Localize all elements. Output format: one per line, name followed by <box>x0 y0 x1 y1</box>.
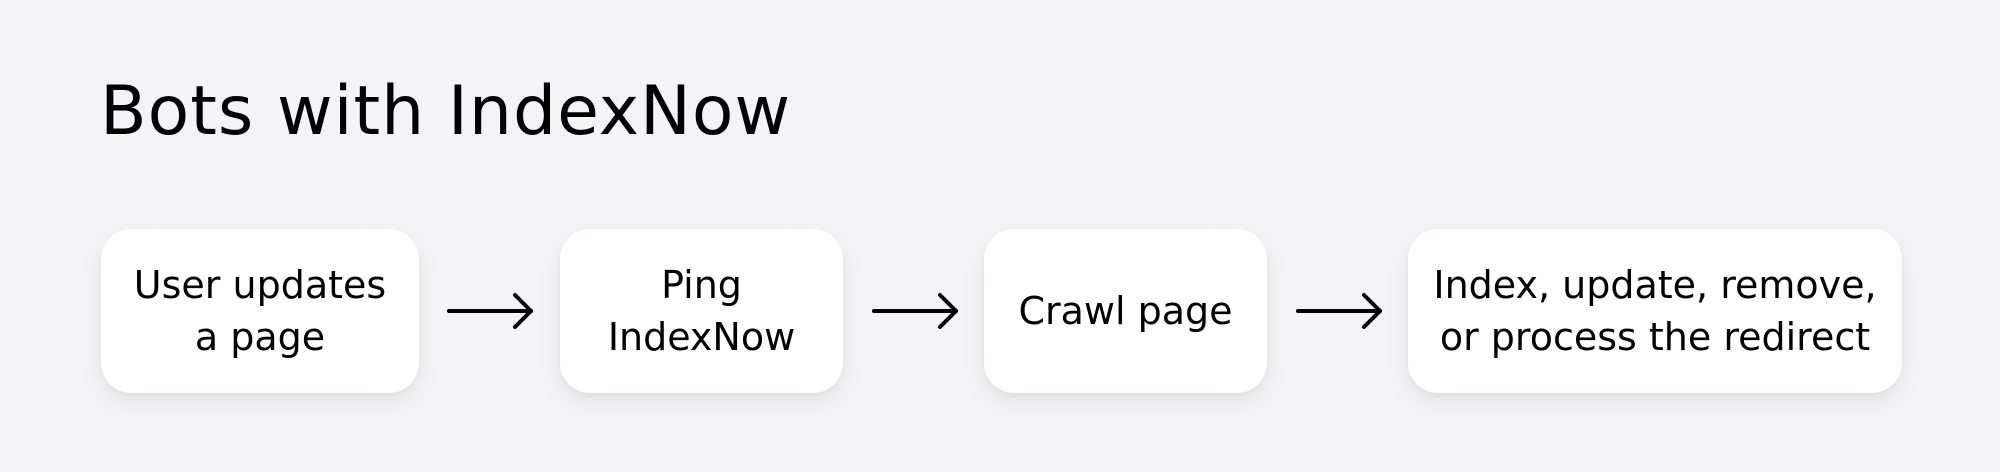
right-arrow-icon <box>447 293 533 329</box>
diagram-title: Bots with IndexNow <box>100 72 792 151</box>
step-crawl-page: Crawl page <box>984 229 1267 393</box>
step-label: User updates a page <box>133 263 387 359</box>
step-label: Ping IndexNow <box>607 263 796 359</box>
step-ping-indexnow: Ping IndexNow <box>560 229 843 393</box>
step-index-update-remove: Index, update, remove, or process the re… <box>1408 229 1902 393</box>
step-label: Index, update, remove, or process the re… <box>1433 263 1877 359</box>
right-arrow-icon <box>1296 293 1382 329</box>
right-arrow-icon <box>872 293 958 329</box>
step-user-updates-page: User updates a page <box>101 229 419 393</box>
step-label: Crawl page <box>1018 289 1233 333</box>
